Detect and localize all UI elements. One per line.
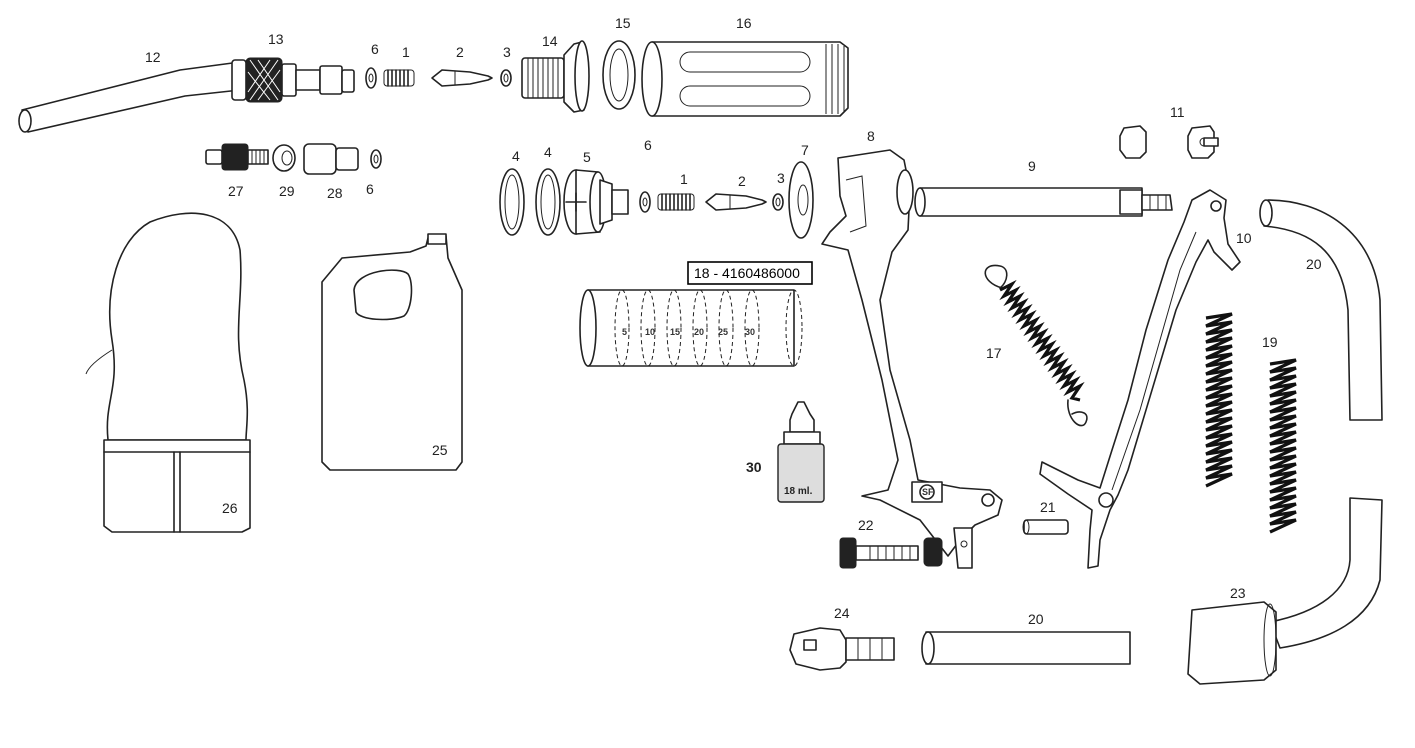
part-label: 6 xyxy=(366,181,374,197)
part-label: 25 xyxy=(432,442,448,458)
adapter-27 xyxy=(205,143,269,171)
knurled-nut-13 xyxy=(231,57,355,103)
valve-2a xyxy=(431,69,493,87)
part-label: 1 xyxy=(402,44,410,60)
part-label: 6 xyxy=(371,41,379,57)
trigger-lever-10 xyxy=(1039,189,1241,569)
graduated-barrel-18: 5 10 15 20 25 30 xyxy=(579,289,803,367)
part-label: 26 xyxy=(222,500,238,516)
part-label: 8 xyxy=(867,128,875,144)
part-label: 7 xyxy=(801,142,809,158)
scale-mark: 20 xyxy=(694,327,704,337)
bottle-30: 18 ml. xyxy=(777,401,825,503)
svg-text:SF: SF xyxy=(922,487,934,497)
part-label: 22 xyxy=(858,517,874,533)
needle-tube-12 xyxy=(18,61,241,133)
large-o-ring-15 xyxy=(602,40,636,110)
part-label: 9 xyxy=(1028,158,1036,174)
screw-22 xyxy=(839,537,943,569)
washer-6b xyxy=(370,149,382,169)
fitting-28 xyxy=(303,143,359,175)
spring-19a xyxy=(1205,312,1233,488)
pouch-26 xyxy=(85,212,251,533)
return-spring-17 xyxy=(984,264,1088,427)
part-labels: 1 2 3 6 12 13 14 15 16 27 29 28 6 4 4 5 … xyxy=(145,15,1322,627)
part-label: 14 xyxy=(542,33,558,49)
valve-2b xyxy=(705,193,767,211)
part-label: 4 xyxy=(544,144,552,160)
spring-19b xyxy=(1269,358,1297,534)
part-label: 27 xyxy=(228,183,244,199)
part-label: 17 xyxy=(986,345,1002,361)
part-label: 20 xyxy=(1306,256,1322,272)
bottle-label: 18 ml. xyxy=(784,486,813,497)
washer-6c xyxy=(639,191,651,213)
part-label: 19 xyxy=(1262,334,1278,350)
seal-7 xyxy=(788,161,814,239)
barrel-housing-16 xyxy=(641,41,849,117)
scale-mark: 15 xyxy=(670,327,680,337)
part-label: 12 xyxy=(145,49,161,65)
part-label: 3 xyxy=(777,170,785,186)
part-label: 20 xyxy=(1028,611,1044,627)
part-label: 15 xyxy=(615,15,631,31)
hose-20a xyxy=(1259,199,1383,421)
part-label: 28 xyxy=(327,185,343,201)
threaded-cap-14 xyxy=(521,40,590,113)
part-label: 2 xyxy=(738,173,746,189)
pistol-grip-8: SF xyxy=(821,149,1003,569)
scale-mark: 30 xyxy=(745,327,755,337)
piston-5 xyxy=(563,169,629,235)
o-ring-4b xyxy=(535,168,561,236)
scale-mark: 25 xyxy=(718,327,728,337)
part-label: 23 xyxy=(1230,585,1246,601)
scale-mark: 5 xyxy=(622,327,627,337)
pin-21 xyxy=(1022,519,1069,535)
o-ring-3a xyxy=(500,69,512,87)
plunger-rod-9 xyxy=(914,187,1173,217)
spacer-29 xyxy=(272,144,296,172)
hose-connector-24 xyxy=(789,627,895,671)
hose-20b xyxy=(921,631,1131,665)
cap-11b xyxy=(1187,125,1219,159)
part-label: 29 xyxy=(279,183,295,199)
part-label: 21 xyxy=(1040,499,1056,515)
part-label: 2 xyxy=(456,44,464,60)
part-label: 3 xyxy=(503,44,511,60)
reference-box: 18 - 4160486000 xyxy=(687,261,813,285)
part-label: 5 xyxy=(583,149,591,165)
part-label: 16 xyxy=(736,15,752,31)
washer-6a xyxy=(365,67,377,89)
cap-11a xyxy=(1119,125,1147,159)
scale-mark: 10 xyxy=(645,327,655,337)
part-label: 30 xyxy=(746,459,762,475)
canister-25 xyxy=(321,233,463,471)
small-spring-1a xyxy=(383,69,415,87)
part-label: 13 xyxy=(268,31,284,47)
bottle-cap-23 xyxy=(1187,497,1383,685)
reference-number: 18 - 4160486000 xyxy=(694,265,800,281)
part-label: 4 xyxy=(512,148,520,164)
part-label: 1 xyxy=(680,171,688,187)
small-spring-1b xyxy=(657,193,695,211)
o-ring-4a xyxy=(499,168,525,236)
part-label: 6 xyxy=(644,137,652,153)
part-label: 11 xyxy=(1170,104,1185,120)
part-label: 10 xyxy=(1236,230,1252,246)
o-ring-3b xyxy=(772,193,784,211)
part-label: 24 xyxy=(834,605,850,621)
